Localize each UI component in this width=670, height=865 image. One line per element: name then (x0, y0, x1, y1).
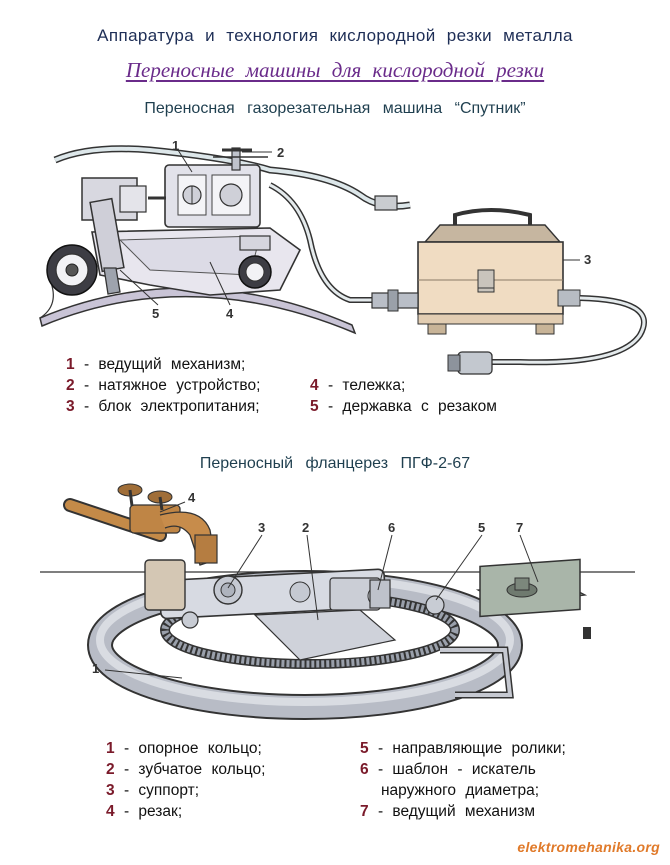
drive-mechanism-box (475, 558, 591, 639)
m2-legend-6-cont: наружного диаметра; (381, 782, 540, 799)
m1-legend-2: 2 - натяжное устройство; (66, 377, 261, 394)
section-title: Переносные машины для кислородной резки (125, 58, 545, 82)
power-supply-block (417, 208, 581, 335)
workpiece-sheet (39, 287, 357, 335)
m2-legend-6: 6 - шаблон - искатель (360, 761, 536, 778)
gas-hose (54, 146, 411, 209)
watermark: elektromehanika.org (517, 839, 660, 855)
m2-callout-7: 7 (516, 520, 524, 535)
m1-callout-1: 1 (172, 138, 180, 153)
inner-frame (253, 609, 397, 661)
m2-legend-3: 3 - суппорт; (106, 782, 199, 799)
m2-callout-6: 6 (388, 520, 396, 535)
power-cable (269, 183, 372, 302)
m2-callout-4: 4 (188, 490, 196, 505)
m1-callout-4: 4 (226, 306, 234, 321)
hose-clamp (374, 195, 398, 211)
machine1-caption: Переносная газорезательная машина “Спутн… (144, 100, 526, 117)
torch-holder (81, 177, 166, 295)
m2-callout-1: 1 (92, 661, 100, 676)
header-topic: Аппаратура и технология кислородной резк… (97, 26, 573, 45)
m1-callout-3: 3 (584, 252, 592, 267)
torch (63, 483, 218, 566)
m1-legend-4: 4 - тележка; (310, 377, 406, 394)
m2-legend-4: 4 - резак; (106, 803, 183, 820)
m2-legend-1: 1 - опорное кольцо; (106, 740, 262, 757)
mains-cable (490, 296, 646, 364)
machine2-caption: Переносный фланцерез ПГФ-2-67 (199, 455, 471, 472)
gear-ring (161, 592, 459, 668)
m1-callout-2: 2 (277, 145, 285, 160)
m1-callout-5: 5 (152, 306, 160, 321)
guide-rollers (181, 595, 445, 629)
m1-legend-5: 5 - державка с резаком (310, 398, 497, 415)
m2-callout-5: 5 (478, 520, 486, 535)
m2-callout-2: 2 (302, 520, 310, 535)
m1-legend-1: 1 - ведущий механизм; (66, 356, 246, 373)
m1-legend-3: 3 - блок электропитания; (66, 398, 260, 415)
m2-legend-2: 2 - зубчатое кольцо; (106, 761, 266, 778)
m2-legend-5: 5 - направляющие ролики; (360, 740, 566, 757)
template-finder (369, 579, 391, 609)
m2-callout-3: 3 (258, 520, 266, 535)
m2-legend-7: 7 - ведущий механизм (360, 803, 536, 820)
mains-plug (447, 351, 493, 375)
handle-bracket (440, 648, 513, 697)
front-wheel (46, 244, 98, 296)
tension-device (231, 147, 241, 171)
rear-wheel (238, 235, 272, 289)
support-carriage (144, 559, 389, 620)
